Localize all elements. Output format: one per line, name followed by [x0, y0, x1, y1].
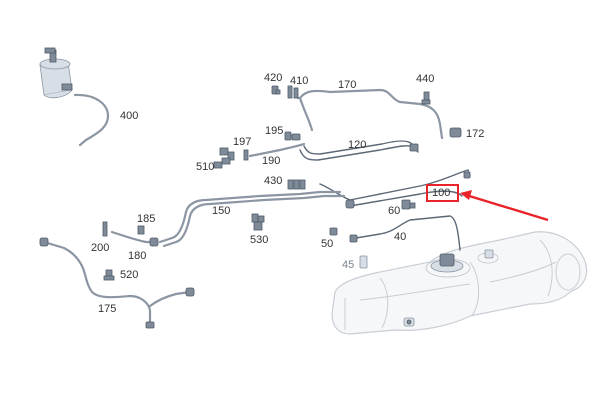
fuel-line-410 [298, 96, 314, 132]
label-120: 120 [348, 139, 366, 151]
fuel-filter-assembly [39, 47, 73, 99]
label-400: 400 [120, 110, 138, 122]
label-45: 45 [342, 259, 354, 271]
label-100: 100 [432, 187, 450, 199]
connector-120 [409, 143, 419, 152]
connector-172 [449, 127, 462, 138]
clip-197 [243, 149, 249, 161]
sensor-45 [359, 255, 368, 269]
label-50: 50 [321, 238, 333, 250]
label-180: 180 [128, 250, 146, 262]
filter-return-hose [73, 93, 110, 147]
connector-175 [39, 237, 195, 329]
clip-430 [287, 179, 306, 190]
highlight-callout [426, 184, 549, 222]
connector-180 [149, 237, 159, 247]
fuel-line-100-b [349, 190, 463, 207]
callout-arrow-line [465, 193, 549, 222]
fuel-line-100 [319, 169, 471, 201]
label-197: 197 [233, 136, 251, 148]
label-190: 190 [262, 155, 280, 167]
bracket-530 [251, 213, 265, 231]
connector-195 [284, 131, 301, 141]
label-172: 172 [466, 128, 484, 140]
label-40: 40 [394, 231, 406, 243]
label-175: 175 [98, 303, 116, 315]
clip-520 [103, 269, 115, 281]
fuel-line-40 [355, 215, 461, 251]
label-440: 440 [416, 73, 434, 85]
label-510: 510 [196, 161, 214, 173]
fuel-line-190 [248, 142, 306, 158]
valve-60 [401, 199, 416, 210]
label-195: 195 [265, 125, 283, 137]
fuel-line-175-b [148, 290, 192, 308]
fuel-line-150 [158, 190, 342, 244]
clip-420 [271, 85, 281, 95]
label-530: 530 [250, 234, 268, 246]
label-200: 200 [91, 242, 109, 254]
fuel-line-150-b [162, 194, 346, 248]
fuel-pump-module [430, 249, 494, 273]
fuel-line-175 [42, 240, 152, 326]
fuel-tank [331, 231, 588, 335]
bracket-510 [213, 147, 235, 169]
label-420: 420 [264, 72, 282, 84]
clip-440 [421, 91, 431, 105]
fuel-line-180 [110, 230, 156, 244]
callout-arrowhead [460, 190, 472, 200]
label-170: 170 [338, 79, 356, 91]
fuel-line-120-b [303, 140, 413, 155]
connector-50 [329, 227, 338, 236]
connector-40 [349, 234, 358, 243]
callout-box-100 [426, 184, 459, 202]
connector-100 [345, 171, 471, 209]
label-150: 150 [212, 205, 230, 217]
clip-200 [102, 221, 108, 237]
label-185: 185 [137, 213, 155, 225]
tank-strap-bracket [403, 317, 415, 327]
clip-410 [287, 85, 299, 99]
label-520: 520 [120, 269, 138, 281]
fuel-line-170 [296, 88, 444, 140]
clip-185 [137, 225, 145, 235]
label-60: 60 [388, 205, 400, 217]
label-430: 430 [264, 175, 282, 187]
label-410: 410 [290, 75, 308, 87]
